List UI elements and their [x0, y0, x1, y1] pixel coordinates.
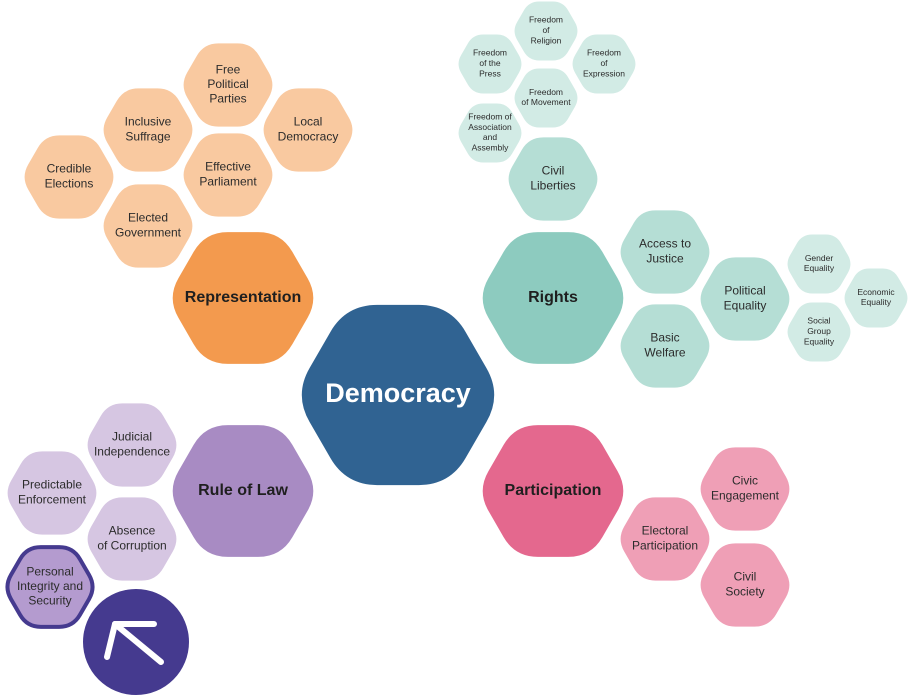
hex-shape — [844, 268, 908, 328]
hex-representation: Representation — [172, 232, 314, 364]
hex-label: Rights — [528, 289, 578, 306]
hex-shape — [787, 234, 851, 294]
hex-democracy: Democracy — [301, 304, 495, 486]
hex-shape — [5, 545, 95, 629]
hex-rights: Rights — [482, 232, 624, 364]
hex-shape — [103, 184, 193, 268]
hex-shape — [508, 137, 598, 221]
hex-shape — [301, 304, 495, 486]
hex-shape — [172, 232, 314, 364]
hex-shape — [700, 257, 790, 341]
hex-shape — [7, 451, 97, 535]
arrow-button[interactable] — [83, 589, 189, 695]
arrow-up-left-icon — [104, 621, 164, 665]
hex-shape — [620, 210, 710, 294]
hex-label: Representation — [185, 289, 301, 306]
hex-label: Rule of Law — [198, 482, 288, 499]
hex-shape — [87, 403, 177, 487]
hex-shape — [263, 88, 353, 172]
hex-shape — [183, 133, 273, 217]
hex-shape — [183, 43, 273, 127]
hex-shape — [103, 88, 193, 172]
hex-rule-of-law: Rule of Law — [172, 425, 314, 557]
hex-shape — [787, 302, 851, 362]
hex-shape — [482, 232, 624, 364]
hex-shape — [172, 425, 314, 557]
hex-shape — [87, 497, 177, 581]
hex-shape — [514, 1, 578, 61]
hex-shape — [458, 34, 522, 94]
hex-shape — [700, 543, 790, 627]
hex-shape — [620, 497, 710, 581]
hex-shape — [700, 447, 790, 531]
hex-participation: Participation — [482, 425, 624, 557]
hex-shape — [514, 68, 578, 128]
hex-shape — [620, 304, 710, 388]
hex-shape — [482, 425, 624, 557]
hex-label: Democracy — [325, 378, 471, 408]
hex-label: Participation — [505, 482, 602, 499]
hex-shape — [572, 34, 636, 94]
hex-shape — [24, 135, 114, 219]
hex-shape — [458, 103, 522, 163]
